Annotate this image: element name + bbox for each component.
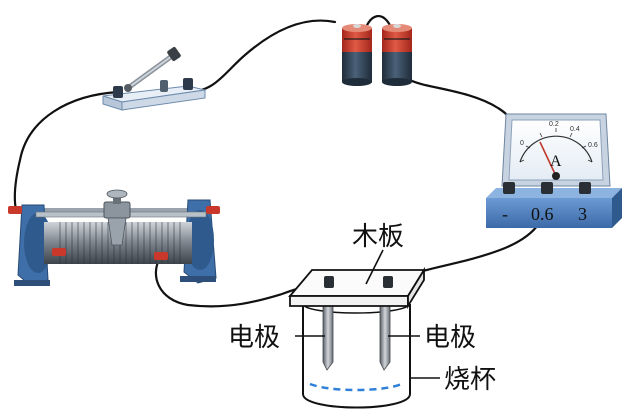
ammeter-terminal-3: 3: [578, 204, 587, 224]
ammeter-scale-0.4: 0.4: [570, 126, 580, 133]
beaker: [302, 294, 411, 409]
wood-board: [288, 266, 426, 310]
electrode-left: [322, 305, 334, 371]
ammeter-unit: A: [550, 153, 562, 170]
leader-wood-board: [365, 249, 384, 285]
rheostat: [8, 189, 220, 286]
ammeter-scale-0.6: 0.6: [588, 142, 598, 149]
ammeter-scale-0: 0: [520, 140, 524, 147]
label-electrode-left: 电极: [228, 323, 280, 353]
label-electrode-right: 电极: [424, 323, 476, 353]
battery-2: [382, 24, 412, 86]
wire-switch-to-rheostat: [13, 90, 120, 212]
ammeter-terminal-0.6: 0.6: [531, 204, 554, 224]
label-wood-board: 木板: [352, 222, 404, 252]
electrodes: [322, 305, 391, 371]
ammeter-terminal-negative: -: [502, 204, 508, 224]
beaker-liquid-surface: [309, 382, 403, 392]
batteries: [342, 24, 412, 86]
ammeter-terminals: [503, 182, 591, 194]
ammeter-scale-0.2: 0.2: [549, 121, 559, 128]
electrode-right: [379, 305, 391, 371]
knife-switch: [102, 47, 206, 111]
leaders: [295, 249, 440, 379]
ammeter: 0 0.2 0.4 0.6 A - 0.6 3: [486, 113, 622, 228]
ammeter-scale-ticks: [519, 128, 593, 163]
wire-switch-to-battery: [186, 19, 337, 94]
battery-1: [342, 24, 372, 86]
ammeter-needle: [539, 141, 557, 177]
label-beaker: 烧杯: [444, 365, 496, 395]
wire-battery-to-ammeter: [408, 78, 519, 150]
